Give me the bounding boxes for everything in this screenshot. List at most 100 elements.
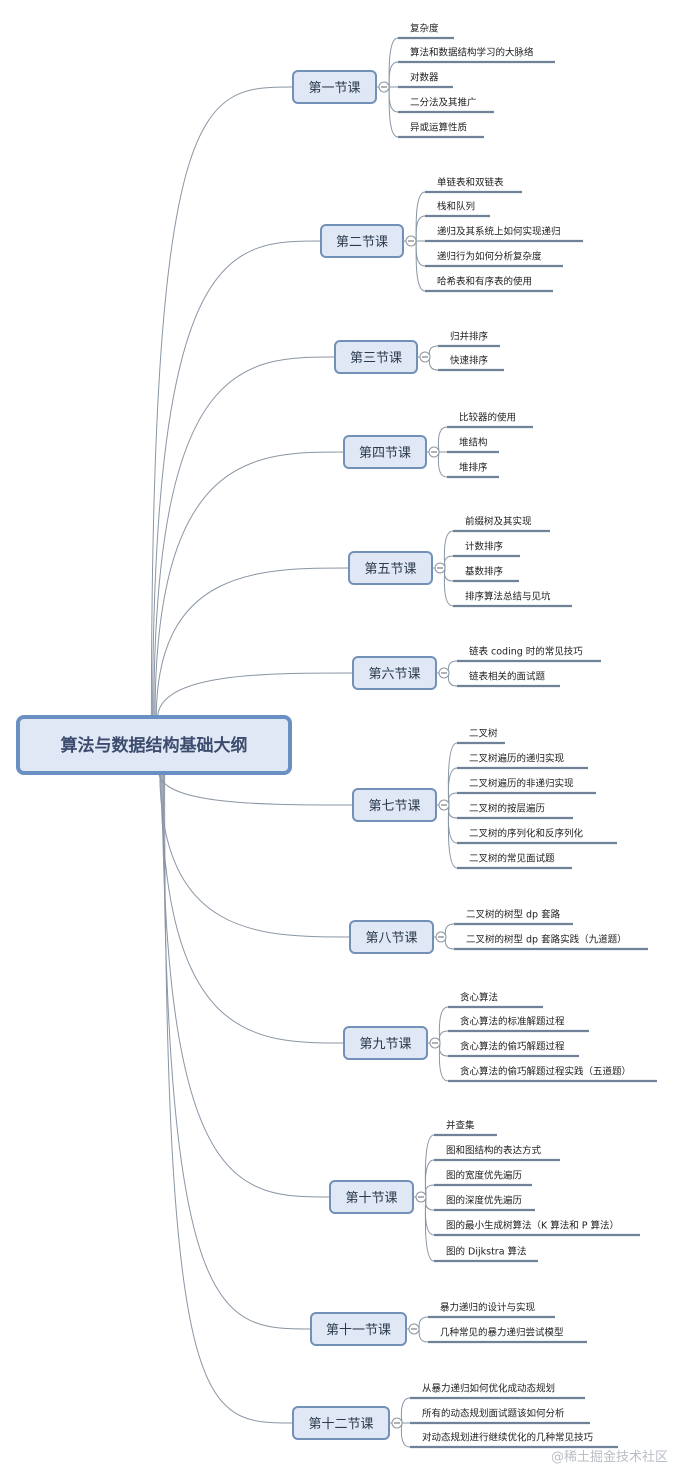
- subtopic-item[interactable]: 贪心算法的偷巧解题过程实践（五道题）: [448, 1066, 657, 1083]
- topic-node[interactable]: 第五节课: [348, 551, 446, 585]
- subtopic-item[interactable]: 堆排序: [447, 462, 499, 479]
- collapse-icon[interactable]: [435, 931, 447, 943]
- topic-label: 第九节课: [359, 1037, 411, 1052]
- topic-node[interactable]: 第六节课: [352, 656, 450, 690]
- subtopic-item[interactable]: 算法和数据结构学习的大脉络: [398, 47, 555, 64]
- subtopic-item[interactable]: 从暴力递归如何优化成动态规划: [410, 1383, 585, 1400]
- subtopic-label: 递归及其系统上如何实现递归: [437, 226, 561, 238]
- collapse-icon[interactable]: [378, 81, 390, 93]
- subtopic-item[interactable]: 二叉树的树型 dp 套路实践（九道题）: [454, 934, 648, 951]
- subtopic-item[interactable]: 复杂度: [398, 23, 454, 40]
- subtopic-item[interactable]: 排序算法总结与见坑: [453, 591, 572, 608]
- subtopic-label: 对动态规划进行继续优化的几种常见技巧: [422, 1432, 594, 1444]
- subtopic-label: 二分法及其推广: [410, 97, 477, 109]
- subtopic-item[interactable]: 贪心算法的偷巧解题过程: [448, 1041, 579, 1058]
- topic-label: 第十一节课: [326, 1323, 391, 1338]
- topic-node[interactable]: 第二节课: [320, 224, 417, 258]
- root-branch: [158, 770, 354, 806]
- subtopic-item[interactable]: 二叉树遍历的非递归实现: [457, 778, 596, 795]
- subtopic-label: 贪心算法的标准解题过程: [460, 1016, 565, 1028]
- child-branch: [415, 240, 426, 267]
- subtopic-item[interactable]: 二叉树的按层遍历: [457, 803, 573, 820]
- subtopic-item[interactable]: 对数器: [398, 72, 453, 89]
- collapse-icon[interactable]: [429, 1037, 441, 1049]
- subtopic-item[interactable]: 异或运算性质: [398, 122, 484, 139]
- subtopic-label: 图的最小生成树算法（K 算法和 P 算法）: [446, 1220, 619, 1232]
- subtopic-item[interactable]: 递归行为如何分析复杂度: [425, 251, 563, 268]
- child-branch: [438, 1006, 449, 1044]
- collapse-icon[interactable]: [438, 667, 450, 679]
- topic-label: 第二节课: [336, 235, 388, 250]
- collapse-icon[interactable]: [419, 351, 431, 363]
- subtopic-item[interactable]: 链表相关的面试题: [457, 671, 560, 688]
- subtopic-item[interactable]: 图和图结构的表达方式: [434, 1145, 560, 1162]
- collapse-icon[interactable]: [415, 1191, 427, 1203]
- topic-node[interactable]: 第十二节课: [292, 1406, 403, 1440]
- subtopic-item[interactable]: 单链表和双链表: [425, 177, 522, 194]
- topic-label: 第五节课: [364, 562, 416, 577]
- subtopic-item[interactable]: 图的宽度优先遍历: [434, 1170, 532, 1187]
- subtopic-item[interactable]: 二叉树的树型 dp 套路: [454, 909, 573, 926]
- subtopic-item[interactable]: 计数排序: [453, 541, 520, 558]
- collapse-icon[interactable]: [405, 235, 417, 247]
- topic-node[interactable]: 第四节课: [343, 435, 440, 469]
- subtopic-item[interactable]: 哈希表和有序表的使用: [425, 276, 553, 293]
- topic-label: 第一节课: [308, 81, 360, 96]
- topic-node[interactable]: 第七节课: [352, 788, 450, 822]
- subtopic-label: 链表 coding 时的常见技巧: [469, 646, 583, 658]
- child-branch: [424, 1196, 435, 1211]
- subtopic-item[interactable]: 图的 Dijkstra 算法: [434, 1246, 538, 1263]
- topic-node[interactable]: 第十节课: [329, 1180, 427, 1214]
- root-branch: [164, 770, 294, 1424]
- subtopic-label: 异或运算性质: [410, 122, 468, 134]
- subtopic-label: 图的 Dijkstra 算法: [446, 1246, 527, 1258]
- subtopic-item[interactable]: 图的深度优先遍历: [434, 1195, 535, 1212]
- subtopic-item[interactable]: 二叉树的常见面试题: [457, 853, 572, 870]
- child-branch: [437, 451, 448, 478]
- subtopic-label: 图的宽度优先遍历: [446, 1170, 522, 1182]
- collapse-icon[interactable]: [408, 1323, 420, 1335]
- subtopic-item[interactable]: 二叉树遍历的递归实现: [457, 753, 588, 770]
- collapse-icon[interactable]: [428, 446, 440, 458]
- topic-node[interactable]: 第九节课: [343, 1026, 441, 1060]
- topic-node[interactable]: 第十一节课: [310, 1312, 420, 1346]
- subtopic-item[interactable]: 二叉树: [457, 728, 505, 745]
- subtopic-item[interactable]: 图的最小生成树算法（K 算法和 P 算法）: [434, 1220, 640, 1237]
- child-branch: [424, 1196, 435, 1236]
- subtopic-label: 二叉树的树型 dp 套路: [466, 909, 561, 921]
- collapse-icon[interactable]: [438, 799, 450, 811]
- subtopic-item[interactable]: 贪心算法: [448, 992, 543, 1009]
- subtopic-label: 前缀树及其实现: [465, 516, 532, 528]
- topic-node[interactable]: 第三节课: [334, 340, 431, 374]
- root-box: [16, 715, 292, 775]
- subtopic-item[interactable]: 链表 coding 时的常见技巧: [457, 646, 601, 663]
- subtopic-label: 排序算法总结与见坑: [465, 591, 551, 603]
- child-branch: [447, 660, 458, 674]
- subtopic-item[interactable]: 递归及其系统上如何实现递归: [425, 226, 583, 243]
- subtopic-label: 二叉树遍历的非递归实现: [469, 778, 574, 790]
- subtopic-item[interactable]: 对动态规划进行继续优化的几种常见技巧: [410, 1432, 618, 1449]
- topic-node[interactable]: 第八节课: [349, 920, 447, 954]
- subtopic-label: 暴力递归的设计与实现: [440, 1302, 536, 1314]
- subtopic-item[interactable]: 基数排序: [453, 566, 519, 583]
- subtopic-item[interactable]: 贪心算法的标准解题过程: [448, 1016, 589, 1033]
- subtopic-item[interactable]: 快速排序: [438, 355, 504, 372]
- subtopic-item[interactable]: 堆结构: [447, 437, 499, 454]
- subtopic-label: 复杂度: [410, 23, 439, 35]
- subtopic-item[interactable]: 暴力递归的设计与实现: [428, 1302, 555, 1319]
- subtopic-item[interactable]: 二分法及其推广: [398, 97, 494, 114]
- collapse-icon[interactable]: [434, 562, 446, 574]
- collapse-icon[interactable]: [391, 1417, 403, 1429]
- subtopic-item[interactable]: 几种常见的暴力递归尝试模型: [428, 1327, 587, 1344]
- subtopic-item[interactable]: 栈和队列: [425, 201, 490, 218]
- root-node[interactable]: 算法与数据结构基础大纲: [16, 715, 292, 775]
- subtopic-item[interactable]: 并查集: [434, 1120, 497, 1137]
- subtopic-item[interactable]: 前缀树及其实现: [453, 516, 550, 533]
- subtopic-label: 几种常见的暴力递归尝试模型: [440, 1327, 564, 1339]
- subtopic-item[interactable]: 二叉树的序列化和反序列化: [457, 828, 617, 845]
- subtopic-item[interactable]: 归并排序: [438, 331, 500, 348]
- topic-node[interactable]: 第一节课: [292, 70, 390, 104]
- child-branch: [443, 567, 454, 607]
- subtopic-item[interactable]: 比较器的使用: [447, 412, 533, 429]
- subtopic-item[interactable]: 所有的动态规划面试题该如何分析: [410, 1408, 590, 1425]
